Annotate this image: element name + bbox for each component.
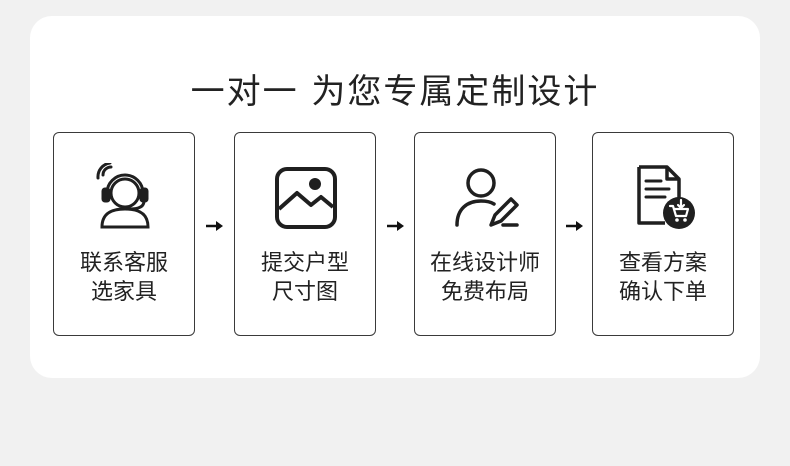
step-label: 在线设计师 免费布局	[415, 249, 555, 307]
step-label-line1: 联系客服	[79, 251, 168, 276]
step-label-line2: 尺寸图	[271, 280, 338, 305]
step-label-line1: 在线设计师	[429, 251, 540, 276]
arrow-right-icon	[387, 221, 404, 231]
step-label-line1: 查看方案	[618, 251, 707, 276]
step-label: 提交户型 尺寸图	[235, 249, 375, 307]
step-label-line2: 免费布局	[440, 280, 529, 305]
step-label-line1: 提交户型	[260, 251, 349, 276]
step-label: 查看方案 确认下单	[593, 249, 733, 307]
user-edit-pen-icon	[455, 168, 519, 227]
page-title: 一对一 为您专属定制设计	[190, 72, 600, 112]
step-contact-service: 联系客服 选家具	[53, 132, 195, 336]
step-online-designer: 在线设计师 免费布局	[414, 132, 556, 336]
arrow-right-icon	[206, 221, 223, 231]
arrow-right-icon	[566, 221, 583, 231]
step-submit-floorplan: 提交户型 尺寸图	[234, 132, 376, 336]
document-cart-icon	[637, 165, 695, 229]
step-view-plan-order: 查看方案 确认下单	[592, 132, 734, 336]
step-label: 联系客服 选家具	[54, 249, 194, 307]
step-label-line2: 确认下单	[618, 280, 707, 305]
process-card: 一对一 为您专属定制设计 联系客服 选家具	[30, 16, 760, 378]
image-picture-icon	[275, 167, 337, 229]
step-label-line2: 选家具	[90, 280, 157, 305]
customer-service-headset-icon	[96, 163, 150, 229]
